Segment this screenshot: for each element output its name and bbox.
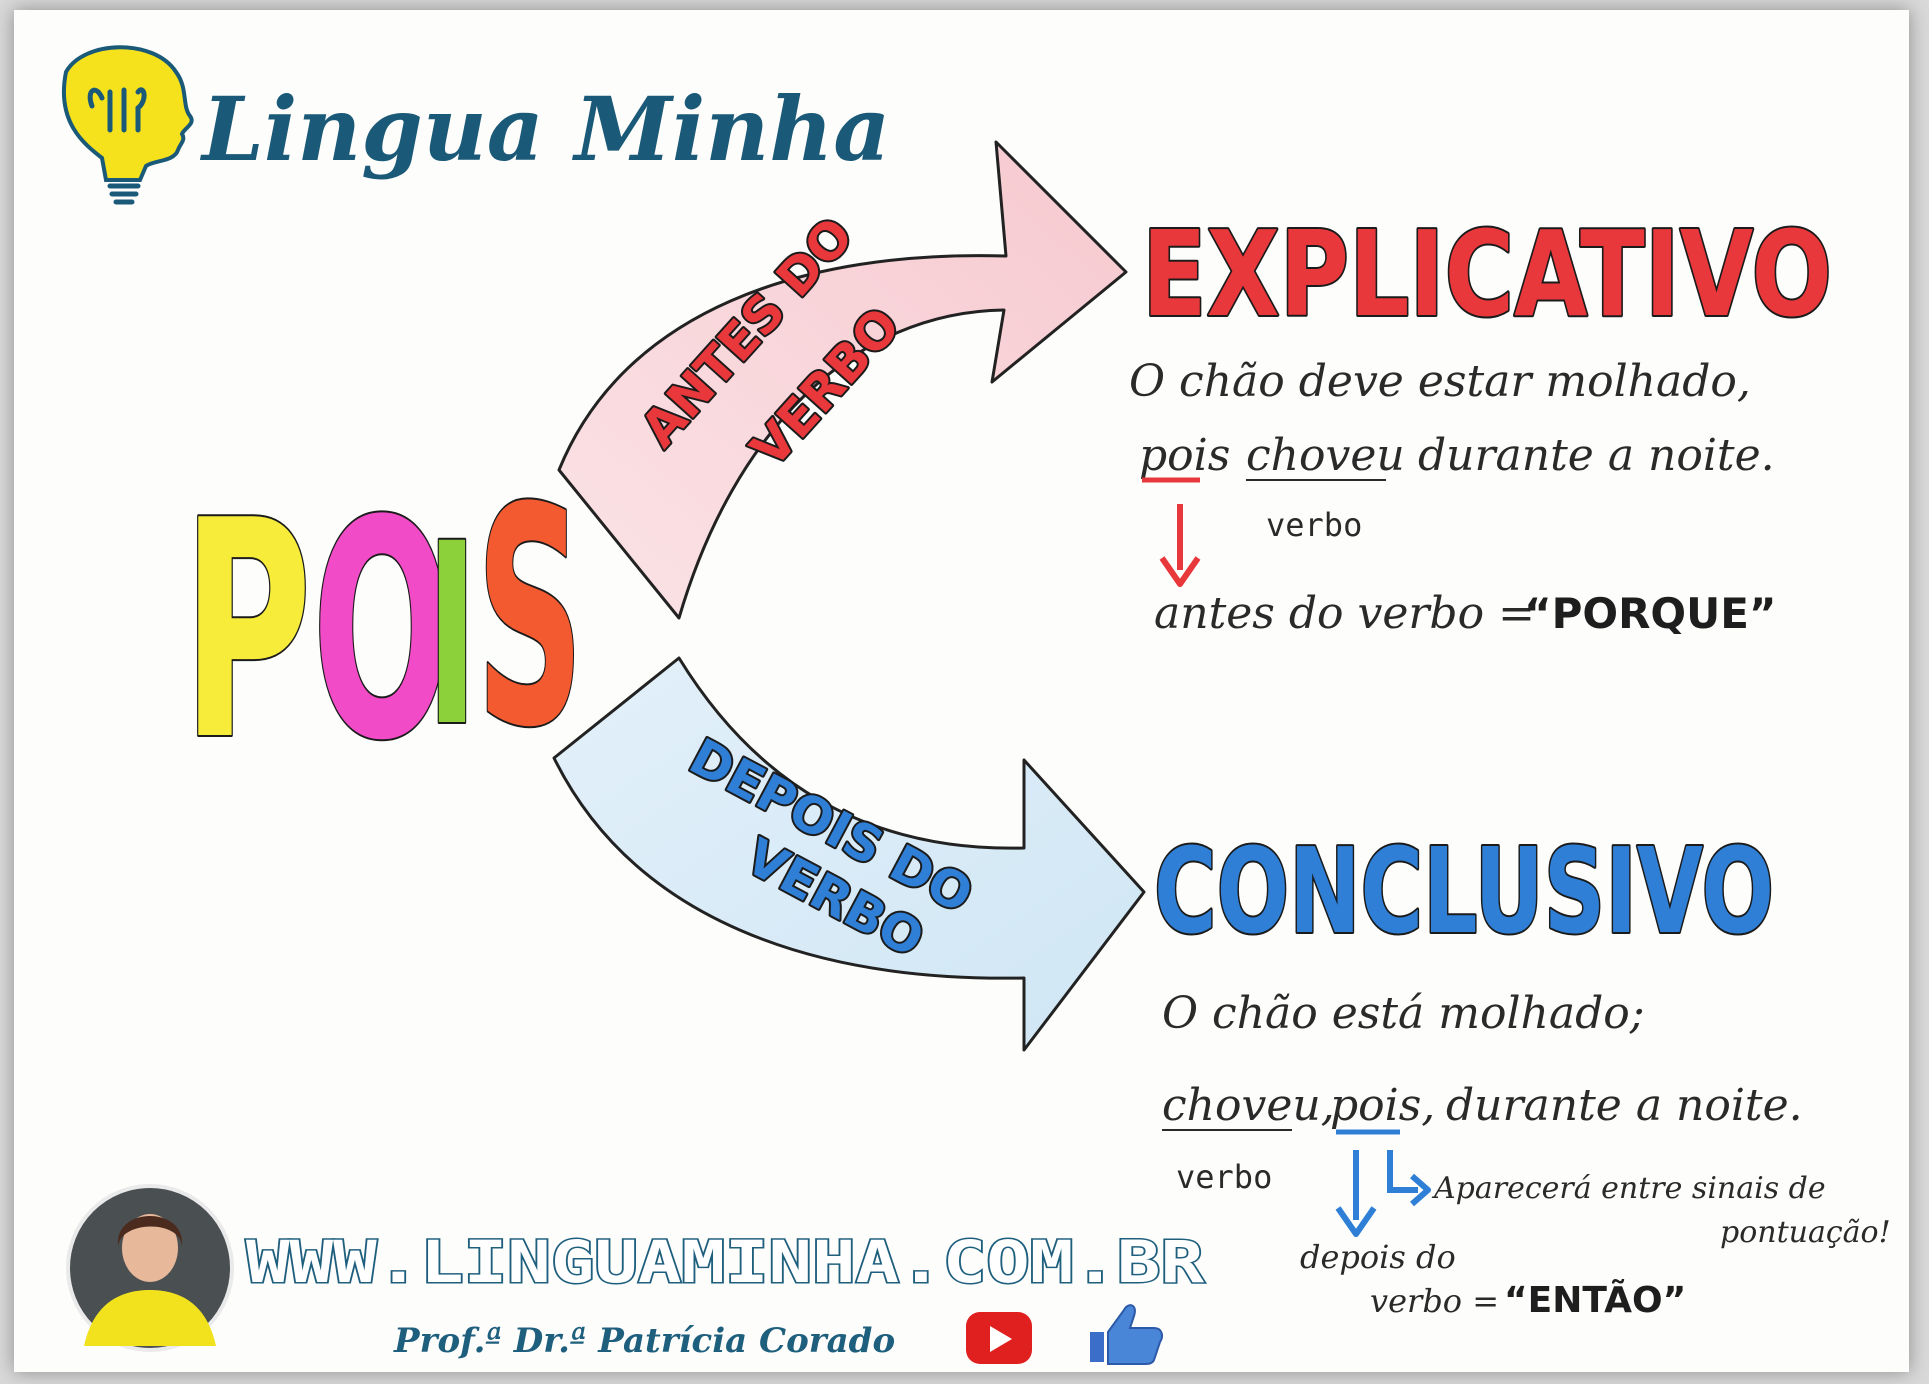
explicativo-sentence-verb: choveu — [1246, 430, 1405, 481]
conclusivo-note-line1: Aparecerá entre sinais de — [1431, 1171, 1826, 1206]
explicativo-sentence-rest: durante a noite. — [1418, 430, 1775, 481]
conclusivo-title: CONCLUSIVO — [1154, 822, 1774, 960]
down-arrow-icon — [1159, 504, 1201, 587]
conclusivo-section: CONCLUSIVO O chão está molhado; choveu, … — [1152, 820, 1891, 1321]
lightbulb-head-icon — [62, 45, 194, 205]
youtube-icon[interactable] — [966, 1312, 1032, 1364]
site-url[interactable]: WWW.LINGUAMINHA.COM.BR — [245, 1227, 1206, 1298]
avatar[interactable] — [66, 1184, 234, 1352]
main-word-pois: P O I S — [180, 442, 586, 808]
explicativo-verb-label: verbo — [1266, 506, 1362, 544]
conclusivo-sentence-rest: durante a noite. — [1446, 1080, 1803, 1131]
pois-letter-o: O — [312, 457, 452, 806]
conclusivo-rule-line1: depois do — [1300, 1238, 1456, 1276]
thumbs-up-icon[interactable] — [1090, 1304, 1163, 1365]
down-arrow-icon — [1335, 1150, 1377, 1237]
logo[interactable]: Lingua Minha — [62, 45, 890, 205]
explicativo-section: EXPLICATIVO O chão deve estar molhado, p… — [1129, 203, 1834, 639]
bottom-arrow: DEPOIS DO VERBO — [552, 656, 1146, 1052]
explicativo-title: EXPLICATIVO — [1142, 205, 1832, 343]
footer: WWW.LINGUAMINHA.COM.BR Prof.ª Dr.ª Patrí… — [66, 1184, 1206, 1365]
mind-map-canvas: Lingua Minha ANTES DO VERBO DEPOIS DO VE… — [62, 45, 1891, 1365]
conclusivo-note-line2: pontuação! — [1720, 1215, 1891, 1250]
conclusivo-sentence-verb: choveu, — [1162, 1080, 1335, 1131]
author-name: Prof.ª Dr.ª Patrícia Corado — [393, 1321, 895, 1361]
explicativo-rule-value: “PORQUE” — [1524, 589, 1777, 638]
conclusivo-sentence-line1: O chão está molhado; — [1162, 988, 1645, 1039]
top-arrow: ANTES DO VERBO — [557, 140, 1128, 620]
conclusivo-rule-value: “ENTÃO” — [1504, 1279, 1686, 1321]
conclusivo-rule-line2: verbo = — [1370, 1282, 1499, 1320]
pois-letter-p: P — [182, 457, 312, 806]
explicativo-sentence-pois: pois — [1139, 430, 1230, 481]
explicativo-sentence-line1: O chão deve estar molhado, — [1129, 356, 1751, 407]
curved-arrow-icon — [1387, 1150, 1431, 1207]
logo-name: Lingua Minha — [199, 77, 890, 181]
pois-letter-s: S — [476, 444, 584, 793]
conclusivo-verb-label: verbo — [1176, 1158, 1272, 1196]
conclusivo-sentence-pois: pois, — [1330, 1080, 1435, 1131]
explicativo-rule-text: antes do verbo = — [1154, 588, 1535, 639]
pois-letter-i: I — [426, 490, 478, 781]
mind-map-sheet: Lingua Minha ANTES DO VERBO DEPOIS DO VE… — [14, 10, 1909, 1372]
